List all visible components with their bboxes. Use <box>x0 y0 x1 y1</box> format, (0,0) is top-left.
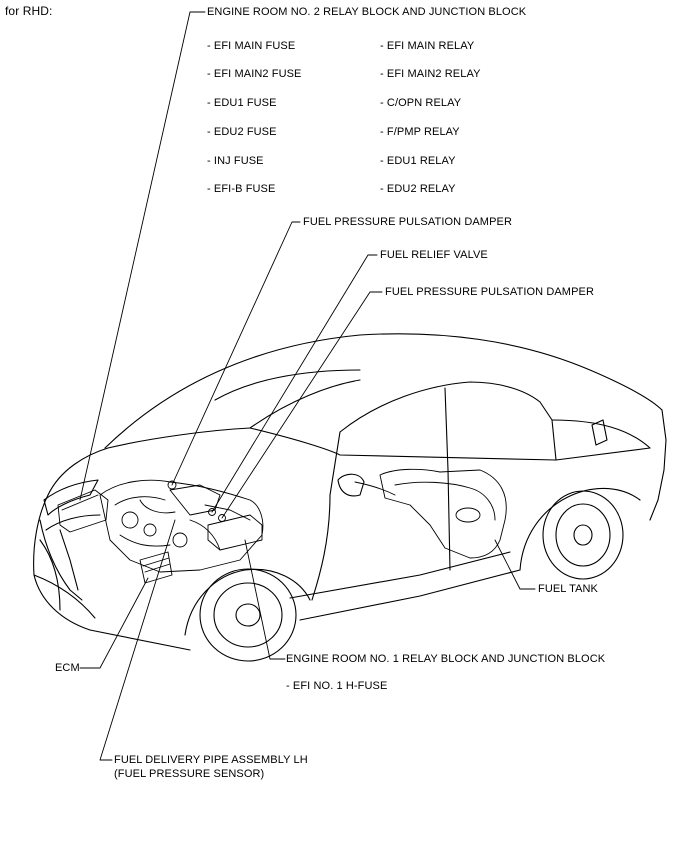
engine-room-no2-label: ENGINE ROOM NO. 2 RELAY BLOCK AND JUNCTI… <box>207 6 527 18</box>
fuel-tank-label: FUEL TANK <box>538 583 598 595</box>
fuse-item: - INJ FUSE <box>207 155 264 167</box>
fuse-item: - EDU2 FUSE <box>207 126 277 138</box>
efi-no1-hfuse-label: - EFI NO. 1 H-FUSE <box>286 680 388 692</box>
relay-item: - EDU2 RELAY <box>380 183 456 195</box>
fuse-item: - EFI MAIN FUSE <box>207 40 296 52</box>
engine-room-no1-label: ENGINE ROOM NO. 1 RELAY BLOCK AND JUNCTI… <box>286 653 606 665</box>
engine-bay <box>57 479 264 584</box>
relay-item: - EFI MAIN2 RELAY <box>380 68 481 80</box>
leader-lines <box>79 11 536 761</box>
relay-item: - F/PMP RELAY <box>380 126 460 138</box>
pressure-sensor-label: (FUEL PRESSURE SENSOR) <box>114 768 265 780</box>
delivery-pipe-label: FUEL DELIVERY PIPE ASSEMBLY LH <box>114 754 308 766</box>
car-body-outline <box>33 333 667 662</box>
damper-2-label: FUEL PRESSURE PULSATION DAMPER <box>385 286 594 298</box>
variant-label: for RHD: <box>5 4 53 18</box>
fuse-item: - EFI-B FUSE <box>207 183 276 195</box>
fuel-tank-shape <box>354 468 507 559</box>
ecm-label: ECM <box>55 662 80 674</box>
fuse-item: - EFI MAIN2 FUSE <box>207 68 302 80</box>
relay-item: - EFI MAIN RELAY <box>380 40 475 52</box>
relief-valve-label: FUEL RELIEF VALVE <box>380 249 488 261</box>
relay-item: - C/OPN RELAY <box>380 97 462 109</box>
fuse-item: - EDU1 FUSE <box>207 97 277 109</box>
relay-item: - EDU1 RELAY <box>380 155 456 167</box>
damper-1-label: FUEL PRESSURE PULSATION DAMPER <box>303 216 512 228</box>
